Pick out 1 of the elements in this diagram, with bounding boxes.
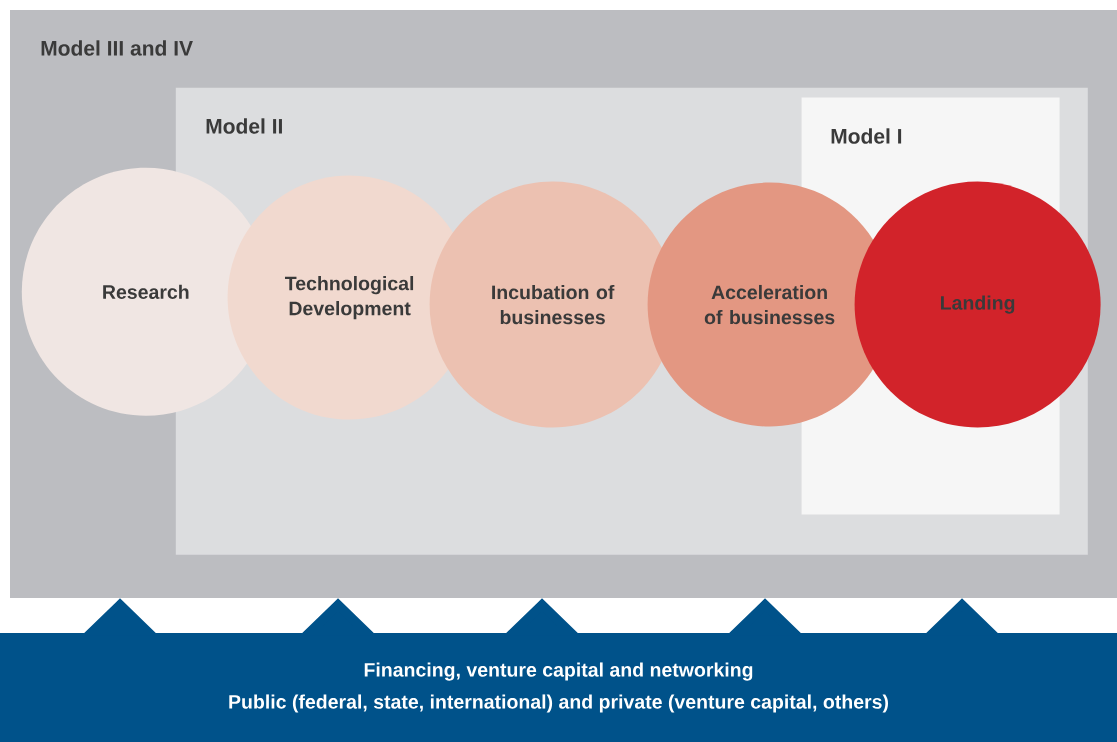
funding-band: Financing, venture capital and networking Public (federal, state, international) and private (venture capital, others)	[0, 633, 1117, 742]
